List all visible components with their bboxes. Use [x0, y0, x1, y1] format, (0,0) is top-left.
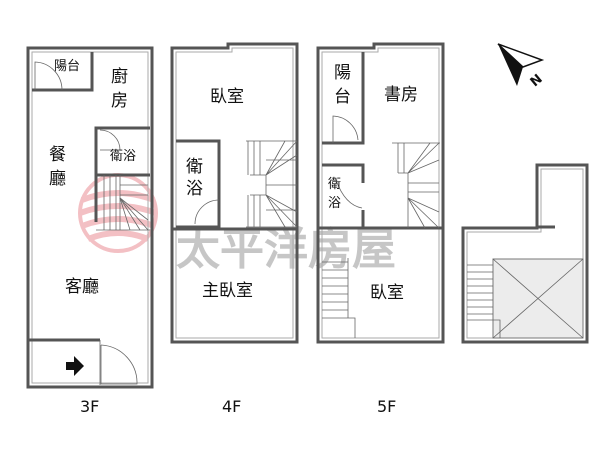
room-label-bedroom: 臥室	[370, 283, 404, 303]
room-label-balcony: 台	[334, 87, 351, 107]
room-label-study: 書房	[384, 85, 418, 105]
room-label-balcony: 陽	[334, 63, 351, 83]
room-label-bath: 浴	[186, 179, 203, 199]
floor-4f: 臥室 衛 浴 主臥室 4F	[170, 42, 299, 416]
room-label-kitchen: 廚	[111, 66, 128, 87]
floor-label-4f: 4F	[222, 397, 241, 416]
stairs-5f-upper	[392, 142, 440, 229]
stairs-3f	[96, 175, 150, 231]
room-label-master-bedroom: 主臥室	[202, 281, 253, 301]
room-label-kitchen: 房	[111, 91, 128, 111]
stairs-5f-lower	[322, 258, 356, 338]
room-label-dining: 廳	[49, 169, 66, 189]
room-label-bath: 衛	[186, 157, 203, 177]
floor-roof	[461, 163, 589, 344]
room-label-balcony: 陽台	[54, 59, 80, 74]
compass-label: N	[528, 72, 546, 90]
floor-label-5f: 5F	[377, 397, 396, 416]
entrance-arrow-icon	[66, 356, 84, 376]
watermark-text: 太平洋房屋	[176, 224, 396, 275]
room-label-bath: 衛	[328, 177, 341, 192]
room-label-bedroom: 臥室	[210, 87, 244, 107]
compass-north-icon: N	[497, 43, 546, 90]
stairs-roof	[467, 264, 501, 338]
floor-5f: 陽 台 書房 衛 浴 臥室 5F	[316, 42, 445, 416]
room-label-dining: 餐	[49, 145, 66, 165]
room-label-living: 客廳	[65, 277, 99, 297]
stairs-4f	[246, 140, 298, 228]
floor-3f: 陽台 廚 房 衛浴 餐 廳 客廳 3F	[26, 46, 154, 416]
room-label-bath: 衛浴	[110, 149, 136, 164]
floor-label-3f: 3F	[80, 397, 99, 416]
room-label-bath: 浴	[328, 196, 341, 211]
watermark-logo	[78, 173, 158, 253]
